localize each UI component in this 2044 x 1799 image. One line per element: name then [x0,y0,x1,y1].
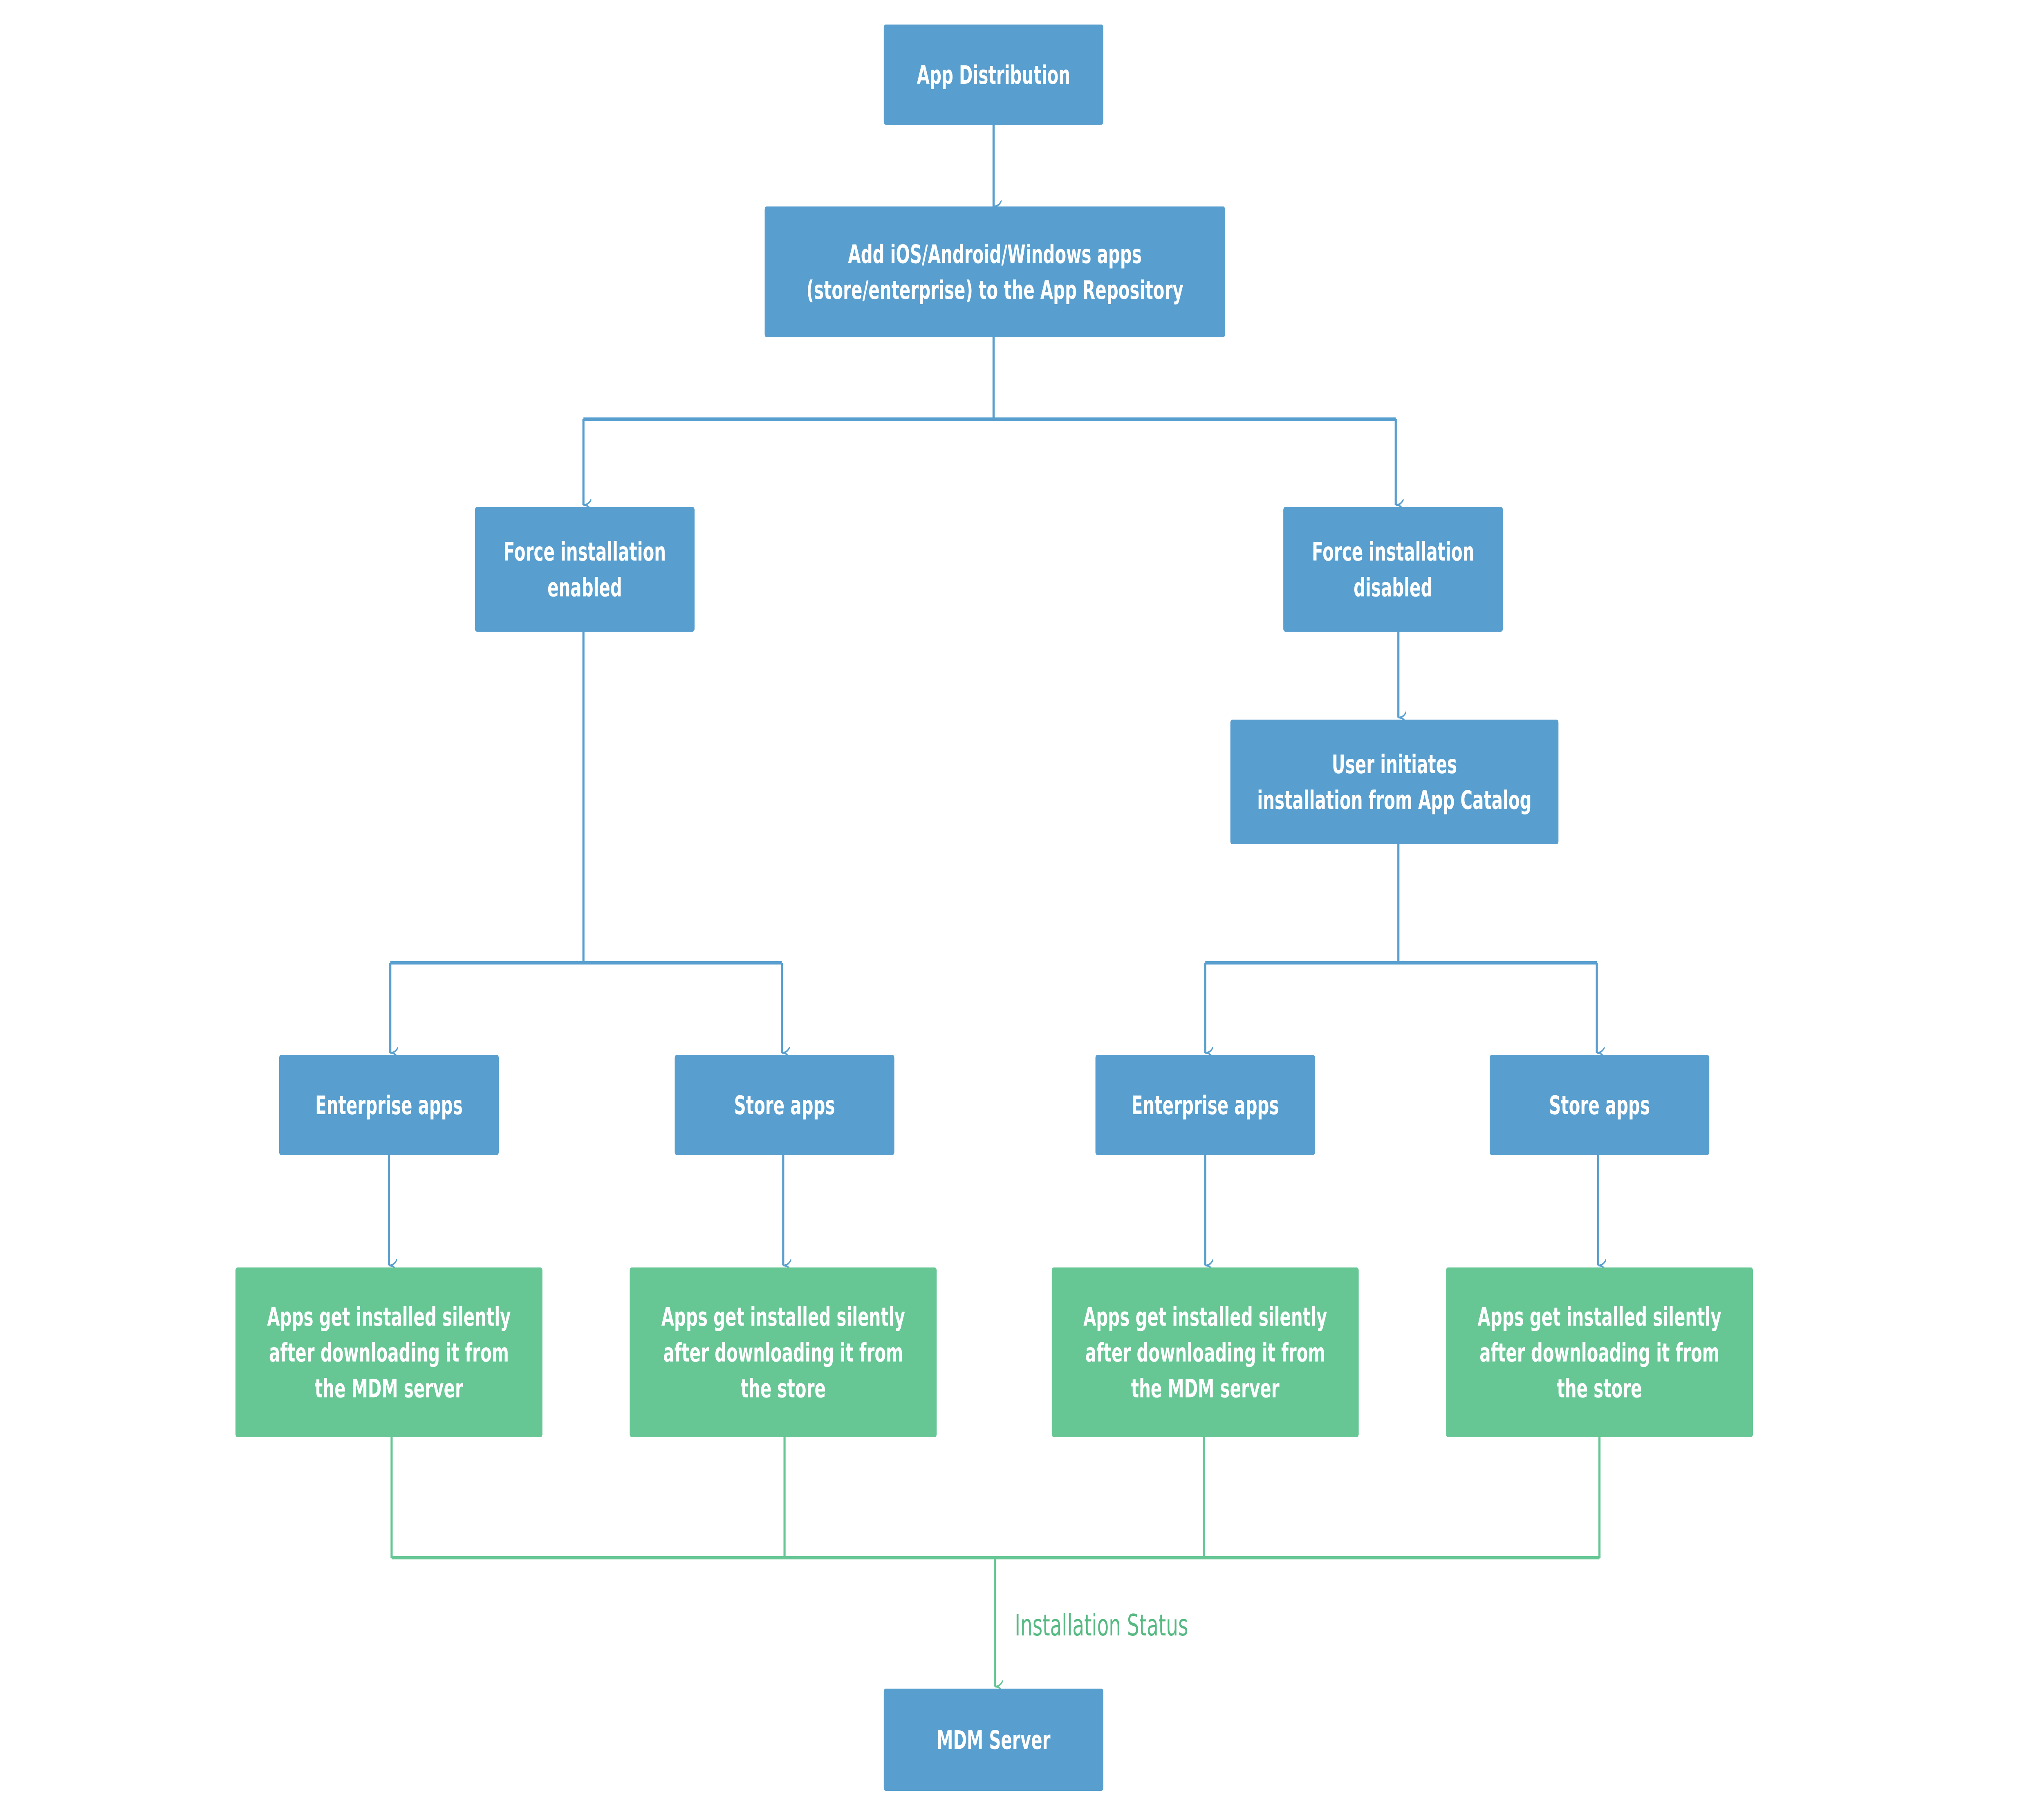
node-label-line: after downloading it from [663,1338,903,1368]
node-box [1230,720,1559,844]
installation-status-label: Installation Status [1015,1608,1188,1643]
node-box [883,25,1104,125]
node-mdm-server: MDM Server [883,1689,1104,1791]
node-label-line: Apps get installed silently [661,1303,905,1332]
node-label-line: Store apps [1549,1091,1650,1120]
node-label-line: after downloading it from [1085,1338,1325,1368]
node-enterprise-apps-1: Enterprise apps [279,1055,499,1155]
node-label-line: the MDM server [315,1374,463,1404]
node-store-apps-2: Store apps [1490,1055,1710,1155]
node-box [279,1055,499,1155]
node-installed-mdm-1: Apps get installed silently after downloa… [235,1267,542,1437]
node-label-line: after downloading it from [269,1338,509,1368]
node-box [883,1689,1104,1791]
node-label-line: Add iOS/Android/Windows apps [848,240,1141,269]
node-box [1490,1055,1710,1155]
node-app-distribution: App Distribution [883,25,1104,125]
node-label-line: Store apps [734,1091,835,1120]
node-enterprise-apps-2: Enterprise apps [1095,1055,1315,1155]
node-label-line: disabled [1354,573,1432,603]
node-label-line: Apps get installed silently [267,1303,511,1332]
connectors [388,125,1599,1687]
node-installed-mdm-2: Apps get installed silently after downloa… [1051,1267,1359,1437]
node-label-line: the store [741,1374,826,1404]
node-box [1283,507,1503,632]
node-label-line: App Distribution [917,61,1070,90]
node-installed-store-1: Apps get installed silently after downloa… [630,1267,937,1437]
node-label-line: User initiates [1332,750,1457,779]
node-box [675,1055,894,1155]
node-force-disabled: Force installation disabled [1283,507,1503,632]
node-box [235,1267,542,1437]
node-label-line: the store [1557,1374,1642,1404]
node-label-line: the MDM server [1131,1374,1280,1404]
node-label-line: Force installation [504,537,666,567]
node-box [1095,1055,1315,1155]
node-box [764,206,1225,337]
node-box [1446,1267,1753,1437]
node-label-line: enabled [547,573,622,603]
node-installed-store-2: Apps get installed silently after downloa… [1446,1267,1753,1437]
node-label-line: Enterprise apps [1132,1091,1279,1120]
node-box [1051,1267,1359,1437]
node-box [630,1267,937,1437]
node-add-apps: Add iOS/Android/Windows apps (store/enter… [764,206,1225,337]
node-label-line: MDM Server [937,1726,1050,1755]
node-box [475,507,695,632]
node-label-line: Enterprise apps [315,1091,463,1120]
node-user-initiates: User initiates installation from App Cata… [1230,720,1559,844]
node-label-line: Force installation [1312,537,1474,567]
node-label-line: (store/enterprise) to the App Repository [807,276,1183,305]
node-force-enabled: Force installation enabled [475,507,695,632]
node-label-line: Apps get installed silently [1478,1303,1721,1332]
node-label-line: after downloading it from [1479,1338,1719,1368]
node-label-line: Apps get installed silently [1083,1303,1327,1332]
node-store-apps-1: Store apps [675,1055,894,1155]
node-label-line: installation from App Catalog [1257,786,1531,815]
